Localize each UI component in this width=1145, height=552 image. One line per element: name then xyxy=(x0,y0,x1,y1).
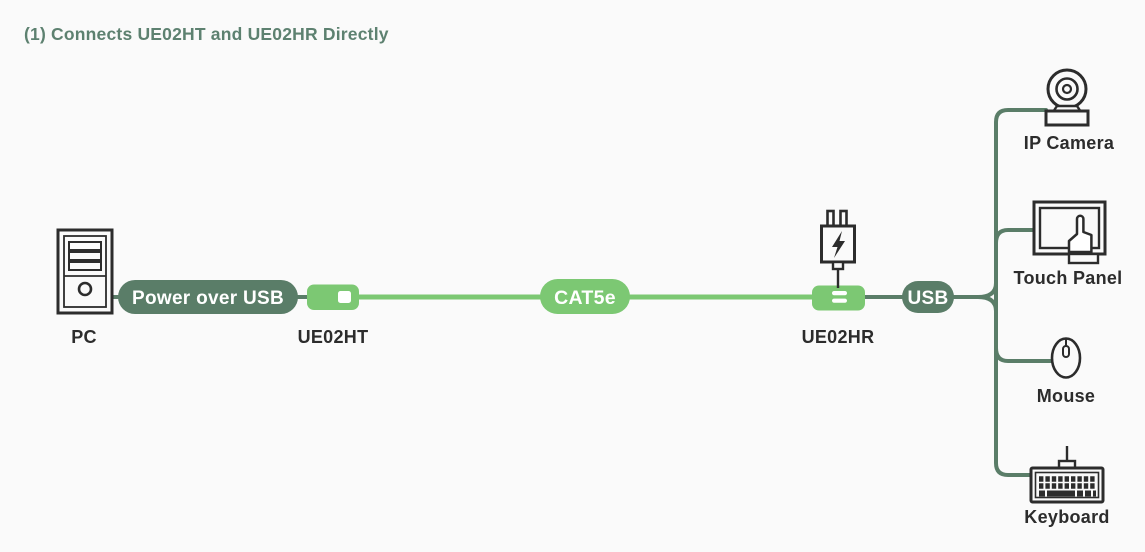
ip-camera-label: IP Camera xyxy=(1024,133,1115,153)
ue02ht-port-square xyxy=(338,291,351,303)
cat5e-label: CAT5e xyxy=(554,287,616,309)
ip-camera-icon xyxy=(1044,68,1090,127)
power-over-usb-badge: Power over USB xyxy=(118,280,298,314)
ue02hr-label: UE02HR xyxy=(802,327,875,347)
ue02hr-led-bar-top xyxy=(832,291,847,296)
pointing-hand-icon xyxy=(1067,214,1093,254)
ue02hr-led-bar-bottom xyxy=(832,298,847,303)
ue02ht-label: UE02HT xyxy=(298,327,369,347)
usb-label: USB xyxy=(907,288,948,309)
mouse-icon xyxy=(1050,337,1082,379)
pc-label: PC xyxy=(71,327,97,347)
touch-panel-label: Touch Panel xyxy=(1014,268,1123,288)
power-over-usb-label: Power over USB xyxy=(132,288,284,309)
touch-panel-icon xyxy=(1032,200,1107,265)
lightning-bolt-icon xyxy=(832,231,845,258)
diagram-title: (1) Connects UE02HT and UE02HR Directly xyxy=(24,24,389,44)
fork-upper-arc xyxy=(976,281,998,299)
power-adapter-icon xyxy=(820,209,856,288)
mouse-label: Mouse xyxy=(1037,386,1096,406)
mouse-branch-line xyxy=(994,346,1054,363)
keyboard-icon xyxy=(1029,446,1105,504)
connection-lines xyxy=(104,108,1054,477)
peripheral-trunk-line xyxy=(994,108,1048,477)
usb-badge: USB xyxy=(902,281,954,313)
keyboard-label: Keyboard xyxy=(1024,507,1109,527)
ue02hr-device xyxy=(812,285,865,311)
pc-tower-icon xyxy=(56,228,114,315)
fork-lower-arc xyxy=(976,295,998,313)
cat5e-badge: CAT5e xyxy=(540,279,630,314)
ue02ht-device xyxy=(307,284,359,310)
touch-panel-branch-line xyxy=(994,228,1036,245)
